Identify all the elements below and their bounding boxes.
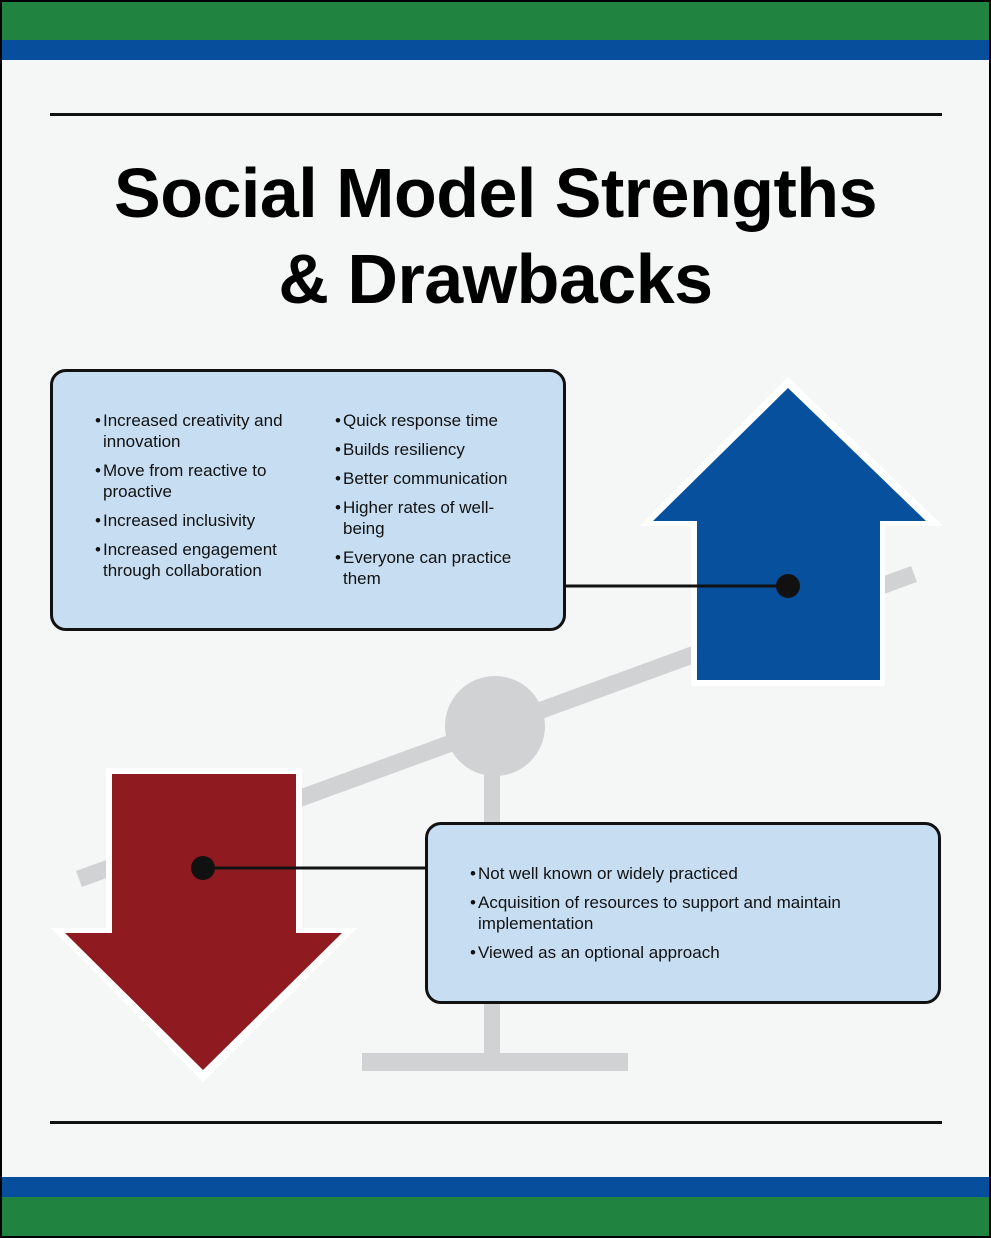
strength-item: Everyone can practice them bbox=[335, 547, 535, 589]
page-title: Social Model Strengths & Drawbacks bbox=[2, 150, 989, 322]
top-green-band bbox=[2, 2, 989, 40]
title-line-1: Social Model Strengths bbox=[114, 154, 878, 232]
up-arrow-icon bbox=[653, 388, 926, 680]
strengths-box: Increased creativity and innovation Move… bbox=[50, 369, 566, 631]
scale-base bbox=[362, 1053, 628, 1071]
strength-item: Increased inclusivity bbox=[95, 510, 310, 531]
drawbacks-list: Not well known or widely practiced Acqui… bbox=[470, 863, 890, 971]
drawbacks-box: Not well known or widely practiced Acqui… bbox=[425, 822, 941, 1004]
drawback-item: Acquisition of resources to support and … bbox=[470, 892, 890, 934]
strength-item: Better communication bbox=[335, 468, 535, 489]
strengths-list-left: Increased creativity and innovation Move… bbox=[95, 410, 310, 589]
down-arrow-icon bbox=[65, 774, 342, 1070]
drawback-item: Viewed as an optional approach bbox=[470, 942, 890, 963]
bottom-blue-band bbox=[2, 1177, 989, 1197]
strength-item: Builds resiliency bbox=[335, 439, 535, 460]
drawbacks-connector-dot bbox=[191, 856, 215, 880]
top-rule bbox=[50, 113, 942, 116]
bottom-rule bbox=[50, 1121, 942, 1124]
scale-pivot bbox=[445, 676, 545, 776]
strengths-list-right: Quick response time Builds resiliency Be… bbox=[335, 410, 535, 597]
bottom-green-band bbox=[2, 1197, 989, 1236]
strength-item: Increased creativity and innovation bbox=[95, 410, 310, 452]
top-blue-band bbox=[2, 40, 989, 60]
title-line-2: & Drawbacks bbox=[278, 240, 713, 318]
drawback-item: Not well known or widely practiced bbox=[470, 863, 890, 884]
strength-item: Quick response time bbox=[335, 410, 535, 431]
strength-item: Higher rates of well-being bbox=[335, 497, 535, 539]
strength-item: Move from reactive to proactive bbox=[95, 460, 310, 502]
strengths-connector-dot bbox=[776, 574, 800, 598]
strength-item: Increased engagement through collaborati… bbox=[95, 539, 310, 581]
